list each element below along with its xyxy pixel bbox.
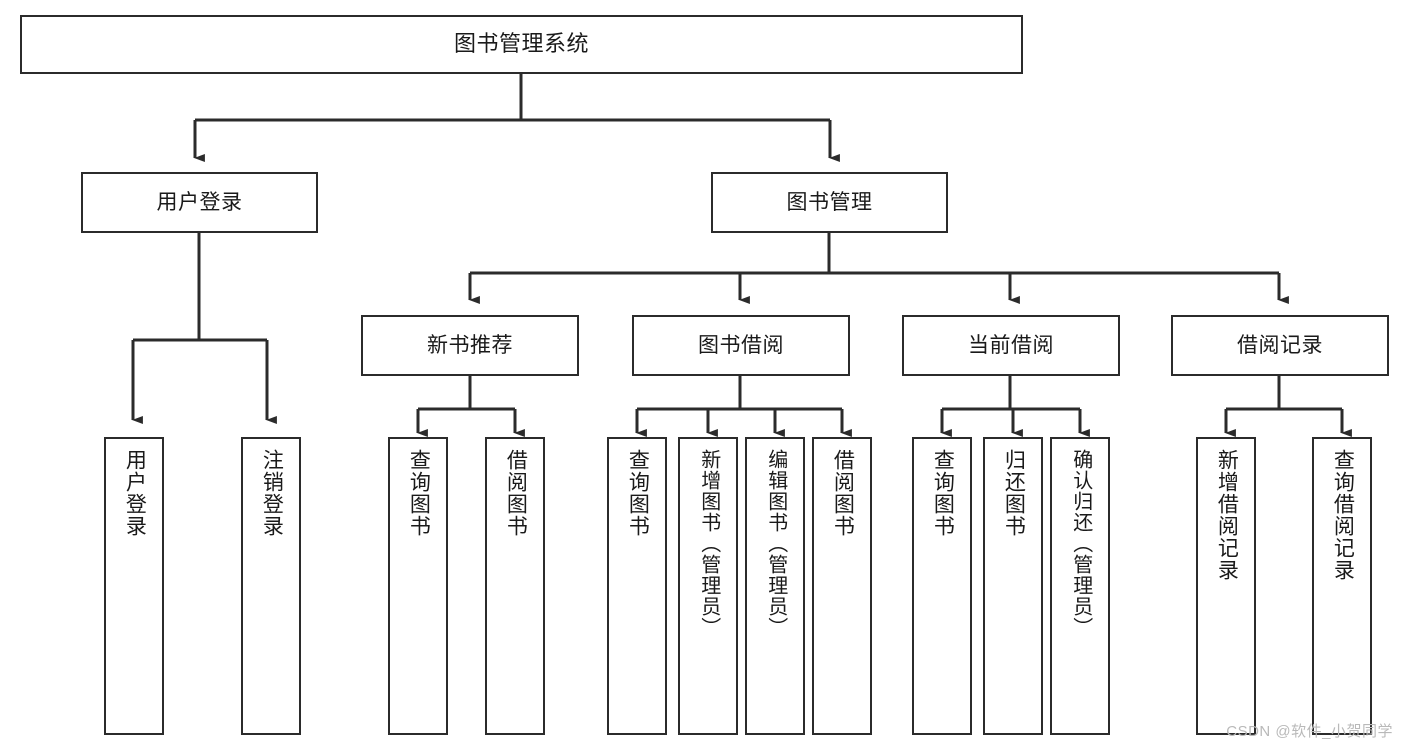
node-label: 编辑图书（管理员） xyxy=(764,449,787,638)
leaf-add-borrowing-record[interactable]: 新增借阅记录 xyxy=(1196,437,1256,735)
leaf-query-book-current[interactable]: 查询图书 xyxy=(912,437,972,735)
node-label: 注销登录 xyxy=(260,449,284,537)
leaf-query-borrowing-record[interactable]: 查询借阅记录 xyxy=(1312,437,1372,735)
leaf-query-book-recommendation[interactable]: 查询图书 xyxy=(388,437,448,735)
leaf-user-login[interactable]: 用户登录 xyxy=(104,437,164,735)
node-label: 新增借阅记录 xyxy=(1215,449,1239,581)
node-label: 查询图书 xyxy=(931,449,955,537)
node-book-management[interactable]: 图书管理 xyxy=(711,172,948,233)
leaf-edit-book-admin[interactable]: 编辑图书（管理员） xyxy=(745,437,805,735)
leaf-query-book-borrowing[interactable]: 查询图书 xyxy=(607,437,667,735)
node-current-borrowing[interactable]: 当前借阅 xyxy=(902,315,1120,376)
leaf-confirm-return-admin[interactable]: 确认归还（管理员） xyxy=(1050,437,1110,735)
node-label: 用户登录 xyxy=(156,190,243,214)
node-label: 借阅记录 xyxy=(1237,333,1323,357)
node-label: 新增图书（管理员） xyxy=(697,449,720,638)
node-borrowing-records[interactable]: 借阅记录 xyxy=(1171,315,1389,376)
node-label: 查询图书 xyxy=(407,449,431,537)
node-user-login[interactable]: 用户登录 xyxy=(81,172,318,233)
leaf-borrow-book-borrowing[interactable]: 借阅图书 xyxy=(812,437,872,735)
csdn-watermark: CSDN @软件_小贺同学 xyxy=(1226,723,1393,740)
node-label: 查询图书 xyxy=(626,449,650,537)
node-new-book-recommendation[interactable]: 新书推荐 xyxy=(361,315,579,376)
leaf-add-book-admin[interactable]: 新增图书（管理员） xyxy=(678,437,738,735)
node-label: 图书管理 xyxy=(786,190,873,214)
node-label: 图书借阅 xyxy=(698,333,784,357)
node-label: 归还图书 xyxy=(1002,449,1026,537)
node-label: 新书推荐 xyxy=(427,333,513,357)
leaf-return-book[interactable]: 归还图书 xyxy=(983,437,1043,735)
node-label: 查询借阅记录 xyxy=(1331,449,1355,581)
node-label: 借阅图书 xyxy=(504,449,528,537)
node-label: 图书管理系统 xyxy=(453,31,589,57)
leaf-borrow-book-recommendation[interactable]: 借阅图书 xyxy=(485,437,545,735)
node-label: 用户登录 xyxy=(123,449,147,537)
node-root-book-management-system[interactable]: 图书管理系统 xyxy=(20,15,1023,74)
node-book-borrowing[interactable]: 图书借阅 xyxy=(632,315,850,376)
node-label: 借阅图书 xyxy=(831,449,855,537)
node-label: 确认归还（管理员） xyxy=(1069,449,1092,638)
node-label: 当前借阅 xyxy=(968,333,1054,357)
leaf-logout[interactable]: 注销登录 xyxy=(241,437,301,735)
